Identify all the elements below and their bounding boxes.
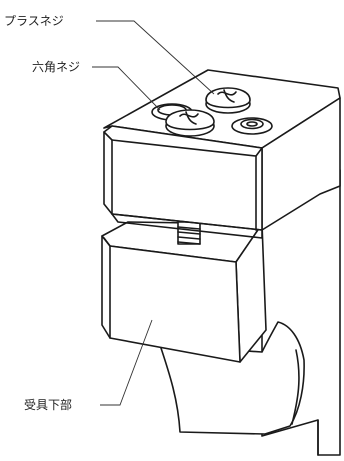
leader-hex-screw xyxy=(92,66,161,111)
lower-block xyxy=(101,221,267,363)
label-receiver-lower: 受具下部 xyxy=(24,397,72,412)
label-plus-screw: プラスネジ xyxy=(4,14,64,28)
plus-screw-front xyxy=(165,109,215,137)
label-hex-screw: 六角ネジ xyxy=(32,60,80,74)
socket-screw xyxy=(231,117,273,135)
leader-lines xyxy=(92,20,215,406)
leader-receiver-lower xyxy=(100,319,153,406)
plus-screw-back xyxy=(205,87,251,114)
screw-shaft xyxy=(177,221,201,245)
leader-plus-screw xyxy=(96,20,215,95)
